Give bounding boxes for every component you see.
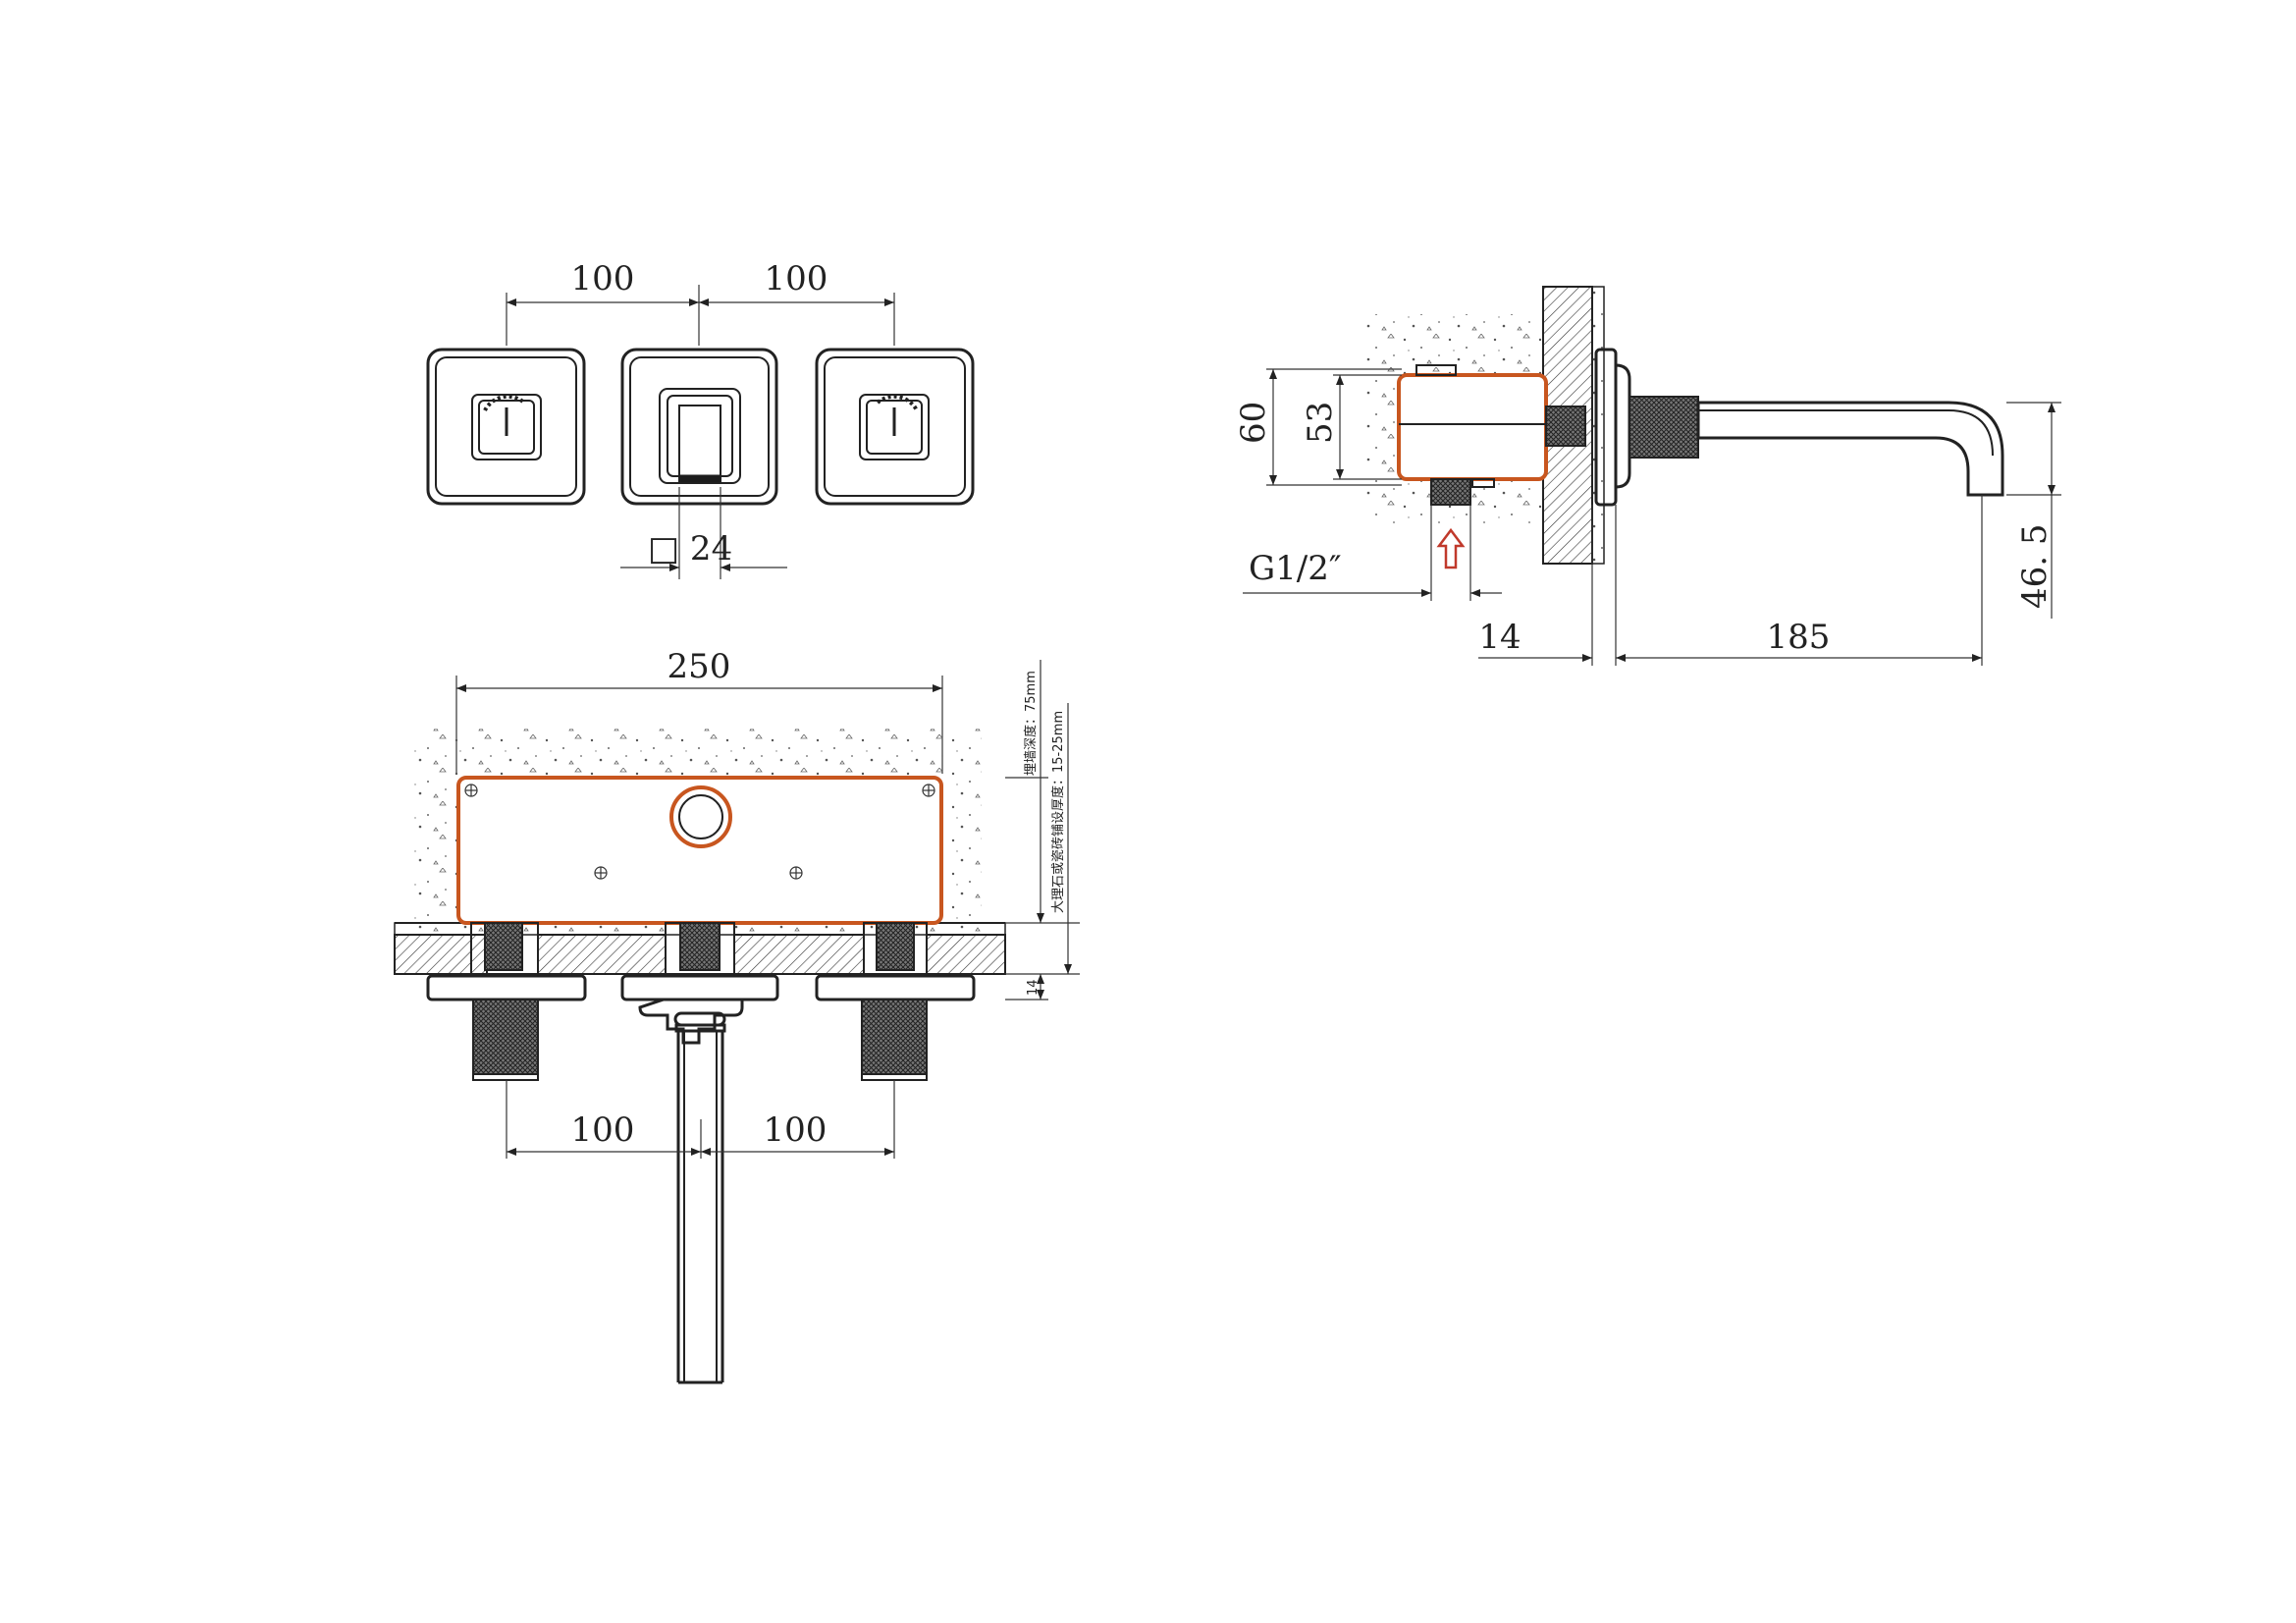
screw-icon xyxy=(922,784,935,797)
side-spout xyxy=(1594,348,2004,507)
side-dim-horizontal: 14 185 xyxy=(1478,495,1983,666)
side-dim-height-outer-label: 60 xyxy=(1234,402,1273,444)
center-spout-plate xyxy=(620,348,778,506)
screw-icon xyxy=(594,866,608,880)
top-dim-square: □ 24 xyxy=(620,487,787,579)
side-valve-body xyxy=(1397,364,1586,506)
side-dim-reach-label: 185 xyxy=(1767,618,1831,657)
top-dim-right-label: 100 xyxy=(765,259,828,298)
front-escutcheons xyxy=(426,974,976,1001)
top-view: 100 100 xyxy=(426,259,975,579)
front-dim-width-label: 250 xyxy=(667,647,731,686)
side-dim-thread-label: G1/2″ xyxy=(1249,549,1342,588)
side-dim-height-inner-label: 53 xyxy=(1301,402,1340,444)
side-dim-offset-label: 14 xyxy=(1478,618,1521,657)
front-dim-wall-gap-label: 14 xyxy=(1026,979,1041,996)
front-dim-spacing: 100 100 xyxy=(506,1080,895,1159)
front-handles xyxy=(472,999,928,1081)
tile-thickness-note: 大理石或瓷砖铺设厚度：15-25mm xyxy=(1050,711,1066,913)
front-spout xyxy=(638,998,744,1384)
front-wall-connectors xyxy=(470,922,928,975)
front-dim-left-label: 100 xyxy=(571,1110,635,1150)
side-dim-spout-height: 46. 5 xyxy=(2006,402,2061,619)
front-section-view: 250 xyxy=(394,647,1080,1384)
top-dim-spacing: 100 100 xyxy=(506,259,895,346)
left-handle-plate xyxy=(426,348,586,506)
top-dim-square-label: □ 24 xyxy=(648,529,732,568)
side-dim-thread: G1/2″ xyxy=(1243,505,1502,601)
screw-icon xyxy=(464,784,478,797)
front-depth-notes: 埋墙深度：75mm 大理石或瓷砖铺设厚度：15-25mm 14 xyxy=(1005,660,1080,1001)
side-dim-heights: 60 53 xyxy=(1234,368,1402,486)
screw-icon xyxy=(789,866,803,880)
side-dim-spout-height-label: 46. 5 xyxy=(2015,523,2055,609)
side-section-view: 60 53 G1/2″ 14 185 46. 5 xyxy=(1234,286,2061,666)
embed-depth-note: 埋墙深度：75mm xyxy=(1023,671,1039,776)
top-dim-left-label: 100 xyxy=(571,259,635,298)
right-handle-plate xyxy=(815,348,975,506)
inlet-arrow-icon xyxy=(1436,527,1466,569)
front-dim-right-label: 100 xyxy=(764,1110,828,1150)
front-valve-body xyxy=(456,776,943,925)
